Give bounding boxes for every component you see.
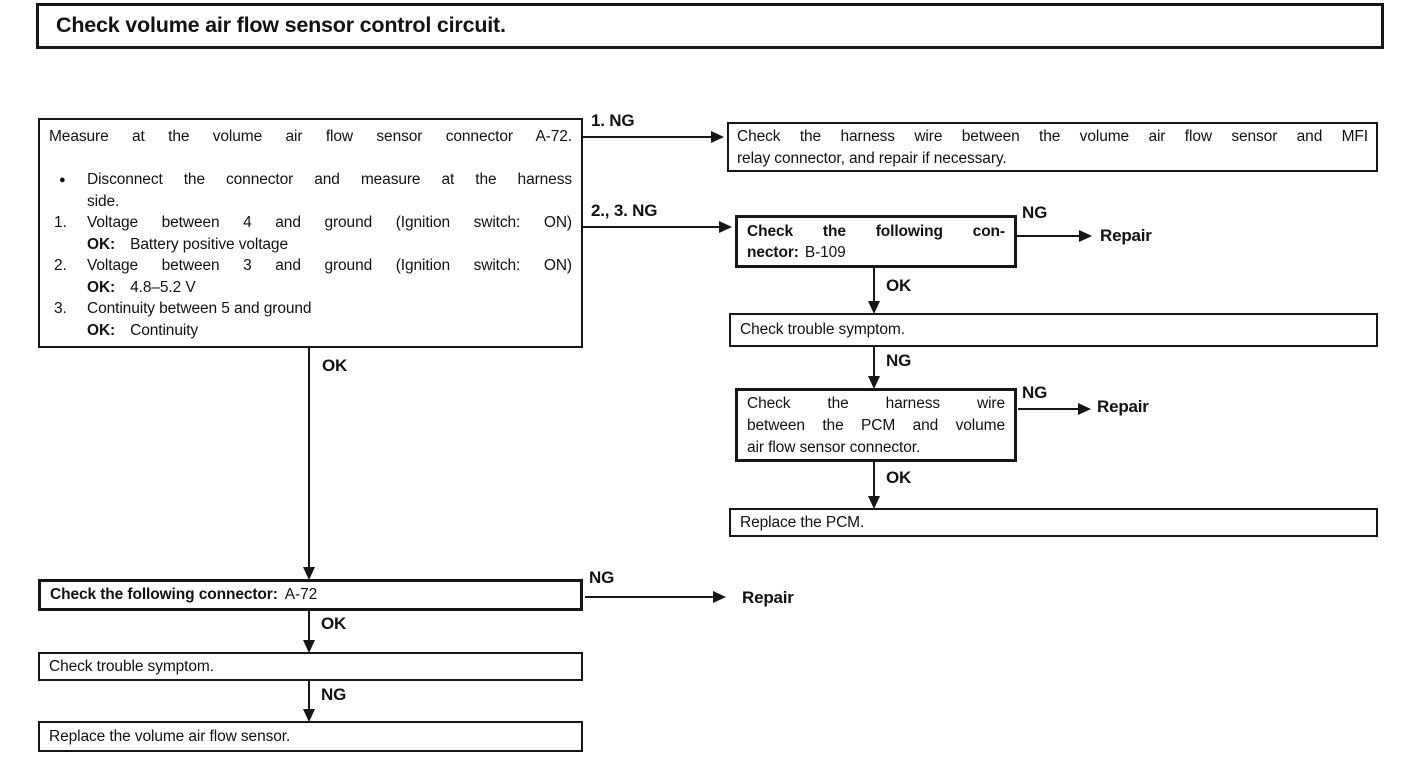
label-repair: Repair [1100, 226, 1152, 245]
connector-a72-label: Check the following connector: [50, 586, 278, 604]
connector-a72-box: Check the following connector: A-72 [38, 579, 583, 611]
step-3-text: Continuity between 5 and ground [87, 300, 312, 317]
label-branch-2-3-ng: 2., 3. NG [591, 201, 658, 220]
bullet-item: ● Disconnect the connector and measure a… [49, 169, 572, 212]
step-2-number: 2. [54, 257, 67, 274]
mfi-harness-line-2: relay connector, and repair if necessary… [737, 149, 1007, 167]
label-repair: Repair [742, 588, 794, 607]
mfi-harness-line-1: Check the harness wire between the volum… [737, 128, 1368, 145]
step-2-ok: OK: 4.8–5.2 V [49, 277, 572, 299]
label-ok: OK [321, 614, 347, 633]
connector-b109-box: Check the following con- nector: B-109 [735, 215, 1017, 268]
measure-sensor-box: Measure at the volume air flow sensor co… [38, 118, 583, 348]
step-2: 2. Voltage between 3 and ground (Ignitio… [49, 255, 572, 277]
step-1-text: Voltage between 4 and ground (Ignition s… [87, 214, 572, 231]
connector-line [308, 611, 310, 643]
connector-line [583, 226, 719, 228]
step-3-number: 3. [54, 300, 67, 317]
step-3-ok-value: Continuity [130, 321, 199, 339]
trouble-symptom-right-box: Check trouble symptom. [729, 313, 1378, 347]
arrowhead-right-icon [1079, 230, 1092, 242]
step-2-text: Voltage between 3 and ground (Ignition s… [87, 257, 572, 274]
label-repair: Repair [1097, 397, 1149, 416]
bullet-line-1: Disconnect the connector and measure at … [87, 171, 572, 188]
flowchart-title-text: Check volume air flow sensor control cir… [56, 13, 506, 38]
connector-line [585, 596, 713, 598]
pcm-harness-line-2: between the PCM and volume [747, 417, 1005, 434]
bullet-icon: ● [59, 174, 66, 186]
step-1-ok-value: Battery positive voltage [130, 235, 288, 253]
arrowhead-right-icon [719, 221, 732, 233]
bullet-line-2: side. [87, 192, 120, 210]
connector-line [1017, 235, 1079, 237]
arrowhead-down-icon [303, 709, 315, 722]
measure-header: Measure at the volume air flow sensor co… [49, 128, 572, 145]
label-ng: NG [589, 568, 615, 587]
arrowhead-down-icon [303, 640, 315, 653]
connector-line [873, 347, 875, 379]
pcm-harness-line-1: Check the harness wire [747, 395, 1005, 412]
connector-line [1018, 408, 1078, 410]
label-ng: NG [886, 351, 912, 370]
flowchart-title: Check volume air flow sensor control cir… [36, 3, 1384, 49]
arrowhead-down-icon [868, 301, 880, 314]
ok-label: OK: [87, 321, 116, 339]
connector-b109-line-2: nector: B-109 [747, 242, 1005, 263]
label-ok: OK [886, 276, 912, 295]
step-1: 1. Voltage between 4 and ground (Ignitio… [49, 212, 572, 234]
step-1-number: 1. [54, 214, 67, 231]
step-1-ok: OK: Battery positive voltage [49, 234, 572, 256]
step-3-ok: OK: Continuity [49, 320, 572, 342]
arrowhead-right-icon [711, 131, 724, 143]
label-ng: NG [1022, 383, 1048, 402]
arrowhead-right-icon [713, 591, 726, 603]
label-ok: OK [322, 356, 348, 375]
connector-b109-id: B-109 [804, 244, 846, 261]
replace-sensor-text: Replace the volume air flow sensor. [49, 727, 291, 745]
trouble-symptom-right-text: Check trouble symptom. [740, 321, 905, 339]
label-branch-1-ng: 1. NG [591, 111, 635, 130]
arrowhead-down-icon [303, 567, 315, 580]
step-2-ok-value: 4.8–5.2 V [130, 278, 196, 296]
arrowhead-down-icon [868, 496, 880, 509]
ok-label: OK: [87, 278, 116, 296]
replace-sensor-box: Replace the volume air flow sensor. [38, 721, 583, 752]
step-3: 3. Continuity between 5 and ground [49, 298, 572, 320]
connector-b109-line-1: Check the following con- [747, 223, 1005, 240]
connector-a72-id: A-72 [284, 586, 318, 604]
pcm-harness-box: Check the harness wire between the PCM a… [735, 388, 1017, 462]
trouble-symptom-left-text: Check trouble symptom. [49, 657, 214, 675]
connector-line [308, 348, 310, 570]
connector-line [583, 136, 711, 138]
label-ng: NG [321, 685, 347, 704]
spacer-line [49, 148, 572, 170]
trouble-symptom-left-box: Check trouble symptom. [38, 652, 583, 681]
connector-line [308, 681, 310, 711]
replace-pcm-text: Replace the PCM. [740, 513, 865, 531]
mfi-harness-box: Check the harness wire between the volum… [727, 122, 1378, 172]
label-ok: OK [886, 468, 912, 487]
connector-line [873, 268, 875, 304]
connector-line [873, 462, 875, 498]
label-ng: NG [1022, 203, 1048, 222]
arrowhead-right-icon [1078, 403, 1091, 415]
pcm-harness-line-3: air flow sensor connector. [747, 439, 921, 456]
replace-pcm-box: Replace the PCM. [729, 508, 1378, 537]
arrowhead-down-icon [868, 376, 880, 389]
connector-b109-label: nector: [747, 244, 799, 261]
ok-label: OK: [87, 235, 116, 253]
